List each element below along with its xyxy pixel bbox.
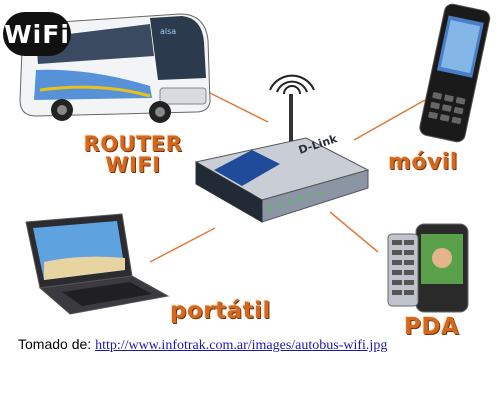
- mobile-phone-image: [419, 3, 491, 143]
- link-pda-router: [329, 211, 379, 253]
- wifi-logo: WiFi: [3, 12, 71, 56]
- caption-prefix: Tomado de:: [18, 336, 96, 352]
- link-laptop-router: [149, 227, 216, 263]
- source-link[interactable]: http://www.infotrak.com.ar/images/autobu…: [95, 338, 388, 353]
- pda-label: PDA: [404, 314, 460, 340]
- pda-image: [387, 223, 469, 313]
- wifi-waves-icon: [269, 74, 315, 95]
- movil-label: móvil: [388, 150, 458, 175]
- wifi-logo-text: WiFi: [4, 19, 70, 49]
- bus-brand-text: alsa: [160, 27, 176, 36]
- link-bus-router: [207, 91, 269, 123]
- router-label-line2: WIFI: [105, 153, 161, 177]
- source-caption: Tomado de: http://www.infotrak.com.ar/im…: [18, 336, 387, 354]
- link-phone-router: [353, 99, 426, 141]
- router-image: D-Link: [194, 94, 370, 223]
- portatil-label: portátil: [170, 298, 271, 324]
- router-wifi-label: ROUTER WIFI: [78, 134, 188, 176]
- laptop-image: [25, 213, 170, 315]
- router-label-line1: ROUTER: [83, 132, 183, 156]
